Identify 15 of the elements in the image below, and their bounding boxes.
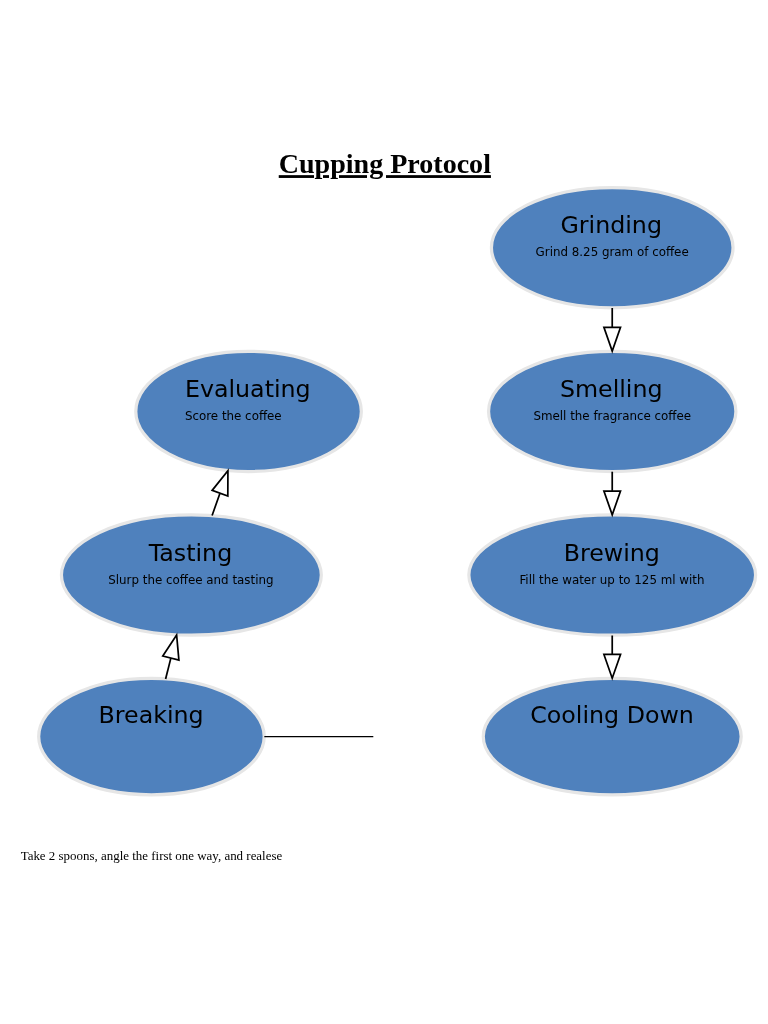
arrow: [602, 307, 622, 354]
arrow: [602, 634, 622, 681]
arrow: [210, 468, 229, 517]
node-ellipse: Evaluating Score the coffee: [133, 349, 363, 474]
node-ellipse: Cooling Down: [481, 676, 743, 797]
arrow: [160, 632, 180, 680]
arrow: [602, 470, 622, 518]
connector: [263, 735, 374, 738]
node-ellipse: Smelling Smell the fragrance coffee: [486, 349, 737, 474]
diagram-title: Cupping Protocol: [278, 148, 491, 180]
node-ellipse: Brewing Fill the water up to 125 ml with: [466, 513, 757, 637]
node-ellipse: Tasting Slurp the coffee and tasting: [59, 513, 323, 637]
label: Take 2 spoons, angle the first one way, and realese: [20, 848, 282, 864]
node-ellipse: Breaking: [36, 676, 266, 797]
node-ellipse: Grinding Grind 8.25 gram of coffee: [489, 185, 735, 310]
